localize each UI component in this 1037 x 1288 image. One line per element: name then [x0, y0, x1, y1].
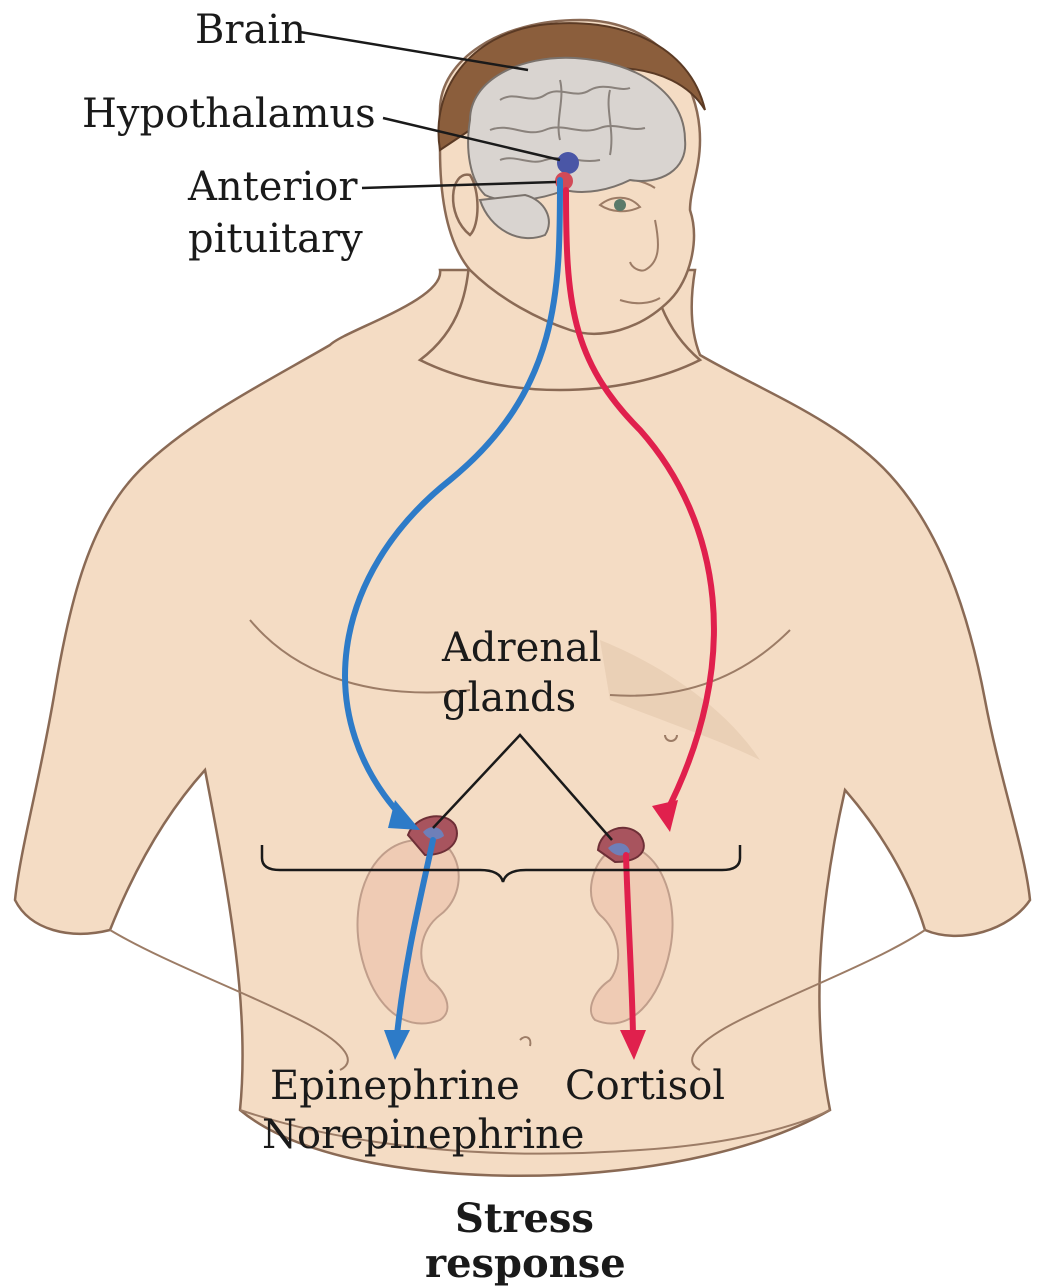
epinephrine-label: Epinephrine [270, 1063, 520, 1109]
torso [15, 270, 1030, 1176]
brain-label: Brain [195, 7, 306, 53]
anterior-pituitary-label-line2: pituitary [188, 216, 363, 262]
iris [614, 199, 626, 211]
adrenal-glands-label-line2: glands [442, 675, 576, 721]
hypothalamus-label: Hypothalamus [82, 91, 376, 137]
anterior-pituitary-label-line1: Anterior [187, 164, 358, 210]
stress-response-label-line1: Stress [455, 1195, 594, 1242]
norepinephrine-label: Norepinephrine [262, 1112, 584, 1158]
adrenal-glands-label-line1: Adrenal [441, 625, 602, 671]
hypothalamus-node [557, 152, 579, 174]
stress-response-label-line2: response [425, 1240, 626, 1287]
cortisol-label: Cortisol [565, 1063, 725, 1109]
